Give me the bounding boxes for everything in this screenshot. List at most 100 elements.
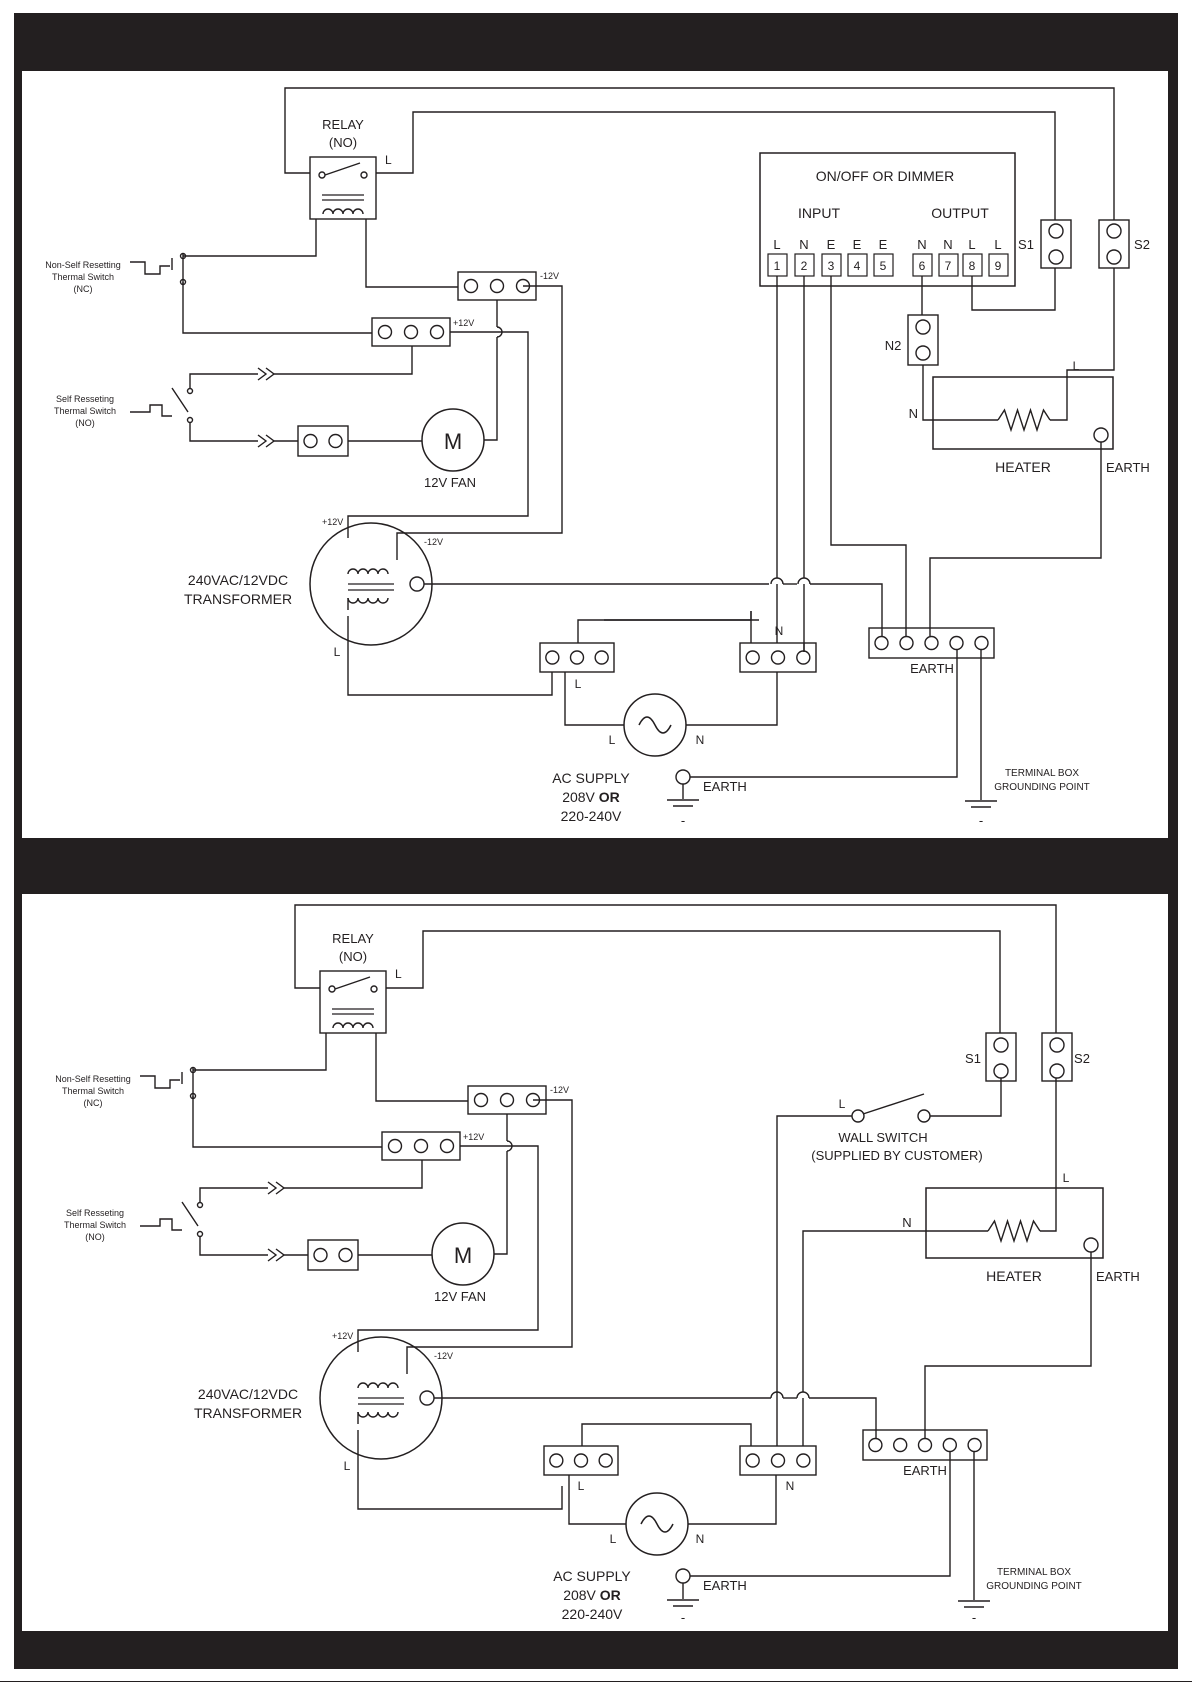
dimmer-box xyxy=(759,152,1016,287)
transformer-primary-coil xyxy=(357,1382,399,1389)
relay-type-label: (NO) xyxy=(339,949,367,964)
middle-frame-band xyxy=(14,838,1178,894)
nonself-switch-label: Non-Self Resetting xyxy=(55,1074,131,1084)
terminal-block-supply-l-screw xyxy=(545,650,560,665)
dimmer-terminal-number: 1 xyxy=(774,259,781,273)
wall-switch-label: WALL SWITCH xyxy=(838,1130,927,1145)
nonself-switch-label: Non-Self Resetting xyxy=(45,260,121,270)
nonself-switch-symbol xyxy=(130,261,170,275)
wire-tx-to-earth-bar xyxy=(809,1397,877,1438)
wire-relay-to-s1 xyxy=(386,930,1001,1033)
dimmer-input-label: INPUT xyxy=(798,205,840,221)
terminal-block-supply-l-screw xyxy=(594,650,609,665)
nonself-switch-label: Thermal Switch xyxy=(52,272,114,282)
earth-terminal-bar-screw xyxy=(899,635,914,651)
self-switch-arm xyxy=(171,387,189,413)
earth-terminal-bar-screw xyxy=(924,635,939,651)
ac-supply-label: 208V OR xyxy=(563,1587,621,1603)
heater-earth-terminal xyxy=(1093,427,1109,443)
transformer-secondary-coil xyxy=(347,597,389,604)
terminal-block-pos12 xyxy=(381,1131,461,1161)
earth-label: EARTH xyxy=(703,779,747,794)
wire-in3-earth xyxy=(830,276,907,636)
terminal-block-neg12-screw xyxy=(463,278,479,294)
wire-tx-to-earth-bar xyxy=(810,583,883,636)
ac-n-label: N xyxy=(696,733,705,747)
wire-wall-switch-l xyxy=(776,1115,852,1379)
earth-terminal-bar xyxy=(868,627,995,659)
right-frame-edge xyxy=(1168,13,1178,1669)
terminal-block-pos12-screw xyxy=(439,1138,455,1154)
dimmer-terminal-number: 6 xyxy=(919,259,926,273)
transformer-terminal xyxy=(419,1390,435,1406)
terminal-block-supply-n xyxy=(739,642,817,673)
transformer-label: TRANSFORMER xyxy=(184,591,292,607)
dimmer-terminal-number: 8 xyxy=(969,259,976,273)
wire-heater-earth xyxy=(924,1252,1092,1438)
earth-terminal-bar-screw xyxy=(949,635,964,651)
dimmer-terminal-letter: E xyxy=(879,237,888,252)
connector-chevrons xyxy=(267,1248,286,1262)
ac-supply-label: AC SUPPLY xyxy=(552,770,630,786)
transformer-label: TRANSFORMER xyxy=(194,1405,302,1421)
s1-label: S1 xyxy=(1018,237,1034,252)
ac-voltage-or: OR xyxy=(600,1587,621,1603)
wire-self-bottom xyxy=(189,423,258,442)
terminal-box-label: GROUNDING POINT xyxy=(986,1581,1082,1592)
s2-label: S2 xyxy=(1134,237,1150,252)
terminal-block-pos12 xyxy=(371,317,451,347)
pos12-label: +12V xyxy=(463,1132,484,1142)
earth-terminal-bar-screw xyxy=(874,635,889,651)
wire-self-to-pos xyxy=(284,1160,423,1189)
self-switch-label: (NO) xyxy=(85,1232,105,1242)
fan-motor-letter: M xyxy=(444,429,462,454)
dimmer-title: ON/OFF OR DIMMER xyxy=(816,168,954,184)
dimmer-terminal-box xyxy=(847,253,868,277)
neg12-label: -12V xyxy=(550,1085,569,1095)
transformer-secondary-coil xyxy=(357,1411,399,1418)
relay-title: RELAY xyxy=(322,117,364,132)
dimmer-terminal-letter: E xyxy=(827,237,836,252)
heater-earth-terminal xyxy=(1083,1237,1099,1253)
wall-switch-label: (SUPPLIED BY CUSTOMER) xyxy=(811,1148,982,1163)
relay-coil xyxy=(322,208,364,215)
wire-heater-n xyxy=(802,1230,988,1446)
wire-heater-to-s2 xyxy=(1040,1078,1057,1232)
switch-node xyxy=(196,1230,204,1238)
terminal-block-supply-n xyxy=(739,1445,817,1476)
wire-supply-n-to-ac xyxy=(688,1475,777,1525)
terminal-block-supply-l-screw xyxy=(573,1453,589,1468)
wire-relay-to-s2 xyxy=(294,904,1057,1033)
heater-box xyxy=(925,1187,1104,1259)
dimmer-terminal-letter: L xyxy=(773,237,780,252)
fan-label: 12V FAN xyxy=(424,475,476,490)
terminal-block-supply-l-screw xyxy=(598,1453,613,1468)
wire-self-top xyxy=(189,373,258,388)
wire-earth-bar-to-ground xyxy=(690,1452,951,1577)
wire-nonself-to-pos xyxy=(182,282,372,334)
relay-contact xyxy=(318,171,326,179)
s2-label: S2 xyxy=(1074,1051,1090,1066)
relay-box xyxy=(309,156,377,220)
supply-l-label: L xyxy=(575,677,582,691)
s1-contact xyxy=(993,1063,1009,1079)
switch-node xyxy=(186,387,194,395)
tx-pos-label: +12V xyxy=(332,1331,353,1341)
relay-title: RELAY xyxy=(332,931,374,946)
s2-contact xyxy=(1049,1037,1065,1053)
terminal-block-supply-n-screw xyxy=(745,1453,760,1468)
dimmer-terminal-letter: L xyxy=(968,237,975,252)
terminal-box-minus: - xyxy=(972,1610,976,1625)
n2-label: N2 xyxy=(885,338,902,353)
wire-supply-l-to-ac xyxy=(568,1475,626,1525)
switch-node xyxy=(186,416,194,424)
heater-l-label: L xyxy=(1073,359,1080,373)
wire-wall-switch-to-s1 xyxy=(930,1078,1002,1117)
wire-tx-to-supply-l xyxy=(357,1430,563,1510)
wire-pos12-to-tx xyxy=(357,1145,539,1352)
s2-contact xyxy=(1106,249,1122,265)
heater-l-label: L xyxy=(1063,1171,1070,1185)
wire-self-to-pos xyxy=(274,346,413,375)
